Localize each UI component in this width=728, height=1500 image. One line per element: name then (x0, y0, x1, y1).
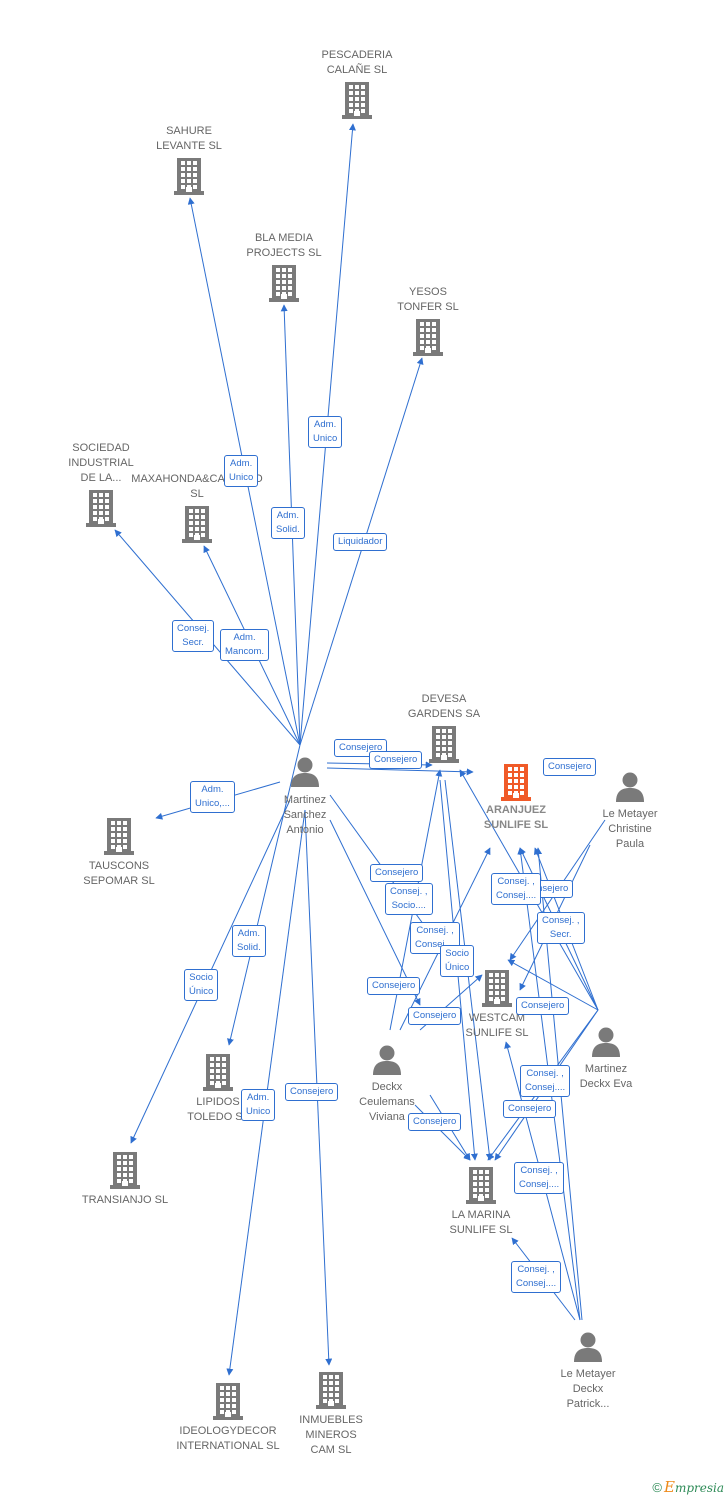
copyright-symbol: © (652, 1480, 662, 1495)
edge-role-label[interactable]: Consejero (503, 1100, 557, 1118)
edge-role-label[interactable]: Socio Único (440, 945, 475, 977)
brand-initial: E (663, 1478, 675, 1496)
node-label-patrick[interactable]: Le Metayer Deckx Patrick... (560, 1368, 616, 1410)
relation-edge-7 (227, 744, 301, 1046)
node-label-martinez[interactable]: Martinez Sanchez Antonio (283, 794, 327, 836)
node-label-aranjuez[interactable]: ARANJUEZ SUNLIFE SL (483, 804, 549, 831)
node-label-eva[interactable]: Martinez Deckx Eva (579, 1063, 633, 1090)
brand-name: mpresia (674, 1481, 724, 1495)
edge-role-label[interactable]: Adm. Unico,... (190, 781, 235, 813)
person-icon[interactable] (371, 1044, 403, 1081)
company-building-icon[interactable] (203, 1053, 233, 1096)
node-label-westcam[interactable]: WESTCAM SUNLIFE SL (465, 1012, 529, 1039)
edge-role-label[interactable]: Consej. Secr. (172, 620, 215, 652)
node-label-transianjo[interactable]: TRANSIANJO SL (81, 1194, 169, 1206)
edge-role-label[interactable]: Socio Único (184, 969, 219, 1001)
edge-role-label[interactable]: Consej. , Secr. (537, 912, 585, 944)
edge-role-label[interactable]: Consej. , Consej.... (410, 922, 461, 954)
node-label-pescaderia[interactable]: PESCADERIA CALAÑE SL (321, 49, 393, 76)
edge-role-label[interactable]: Consejero (370, 864, 424, 882)
relation-edge-3 (299, 357, 424, 746)
node-label-sociedad[interactable]: SOCIEDAD INDUSTRIAL DE LA... (68, 442, 134, 484)
company-building-icon[interactable] (316, 1371, 346, 1414)
node-label-lamarina[interactable]: LA MARINA SUNLIFE SL (449, 1209, 513, 1236)
empresia-brand[interactable]: ©Empresia (652, 1478, 724, 1496)
relation-edge-14 (329, 819, 421, 1006)
focus-company-building-icon[interactable] (501, 763, 531, 806)
edge-role-label[interactable]: Adm. Solid. (232, 925, 266, 957)
person-icon[interactable] (590, 1026, 622, 1063)
company-building-icon[interactable] (110, 1151, 140, 1194)
company-building-icon[interactable] (342, 81, 372, 124)
company-building-icon[interactable] (269, 264, 299, 307)
node-label-inmuebles[interactable]: INMUEBLES MINEROS CAM SL (299, 1414, 363, 1456)
edge-role-label[interactable]: Consejero (516, 997, 570, 1015)
node-label-tauscons[interactable]: TAUSCONS SEPOMAR SL (83, 860, 155, 887)
edge-role-label[interactable]: Consejero (367, 977, 421, 995)
person-icon[interactable] (614, 771, 646, 808)
edge-role-label[interactable]: Adm. Mancom. (220, 629, 270, 661)
company-building-icon[interactable] (413, 318, 443, 361)
edge-role-label[interactable]: Consej. , Socio.... (385, 883, 433, 915)
edge-role-label[interactable]: Consejero (543, 758, 597, 776)
edge-role-label[interactable]: Consej. , Consej.... (511, 1261, 562, 1293)
company-building-icon[interactable] (466, 1166, 496, 1209)
node-label-yesos[interactable]: YESOS TONFER SL (397, 286, 459, 313)
edge-role-label[interactable]: Adm. Unico (241, 1089, 276, 1121)
edge-role-label[interactable]: Consejero (408, 1007, 462, 1025)
edge-role-label[interactable]: Consejero (285, 1083, 339, 1101)
company-building-icon[interactable] (86, 489, 116, 532)
person-icon[interactable] (289, 756, 321, 793)
company-building-icon[interactable] (174, 157, 204, 200)
edge-role-label[interactable]: Liquidador (333, 533, 388, 551)
node-label-deckx[interactable]: Deckx Ceulemans Viviana (359, 1081, 415, 1123)
person-icon[interactable] (572, 1331, 604, 1368)
company-building-icon[interactable] (182, 505, 212, 548)
node-label-ideology[interactable]: IDEOLOGYDECOR INTERNATIONAL SL (176, 1425, 280, 1452)
node-label-sahure[interactable]: SAHURE LEVANTE SL (156, 125, 222, 152)
edge-role-label[interactable]: Consej. , Consej.... (514, 1162, 565, 1194)
company-building-icon[interactable] (429, 725, 459, 768)
company-building-icon[interactable] (213, 1382, 243, 1425)
relation-edge-25 (507, 959, 599, 1011)
edge-role-label[interactable]: Consej. , Consej.... (520, 1065, 571, 1097)
edge-role-label[interactable]: Consej. , Consej.... (491, 873, 542, 905)
edge-role-label[interactable]: Consejero (369, 751, 423, 769)
node-label-devesa[interactable]: DEVESA GARDENS SA (407, 693, 481, 720)
company-building-icon[interactable] (104, 817, 134, 860)
edge-role-label[interactable]: Adm. Unico (224, 455, 259, 487)
edge-role-label[interactable]: Adm. Unico (308, 416, 343, 448)
node-label-bla[interactable]: BLA MEDIA PROJECTS SL (246, 232, 322, 259)
relation-edge-12 (326, 767, 474, 776)
node-label-christine[interactable]: Le Metayer Christine Paula (602, 808, 658, 850)
edge-role-label[interactable]: Adm. Solid. (271, 507, 305, 539)
edge-role-label[interactable]: Consejero (408, 1113, 462, 1131)
company-building-icon[interactable] (482, 969, 512, 1012)
